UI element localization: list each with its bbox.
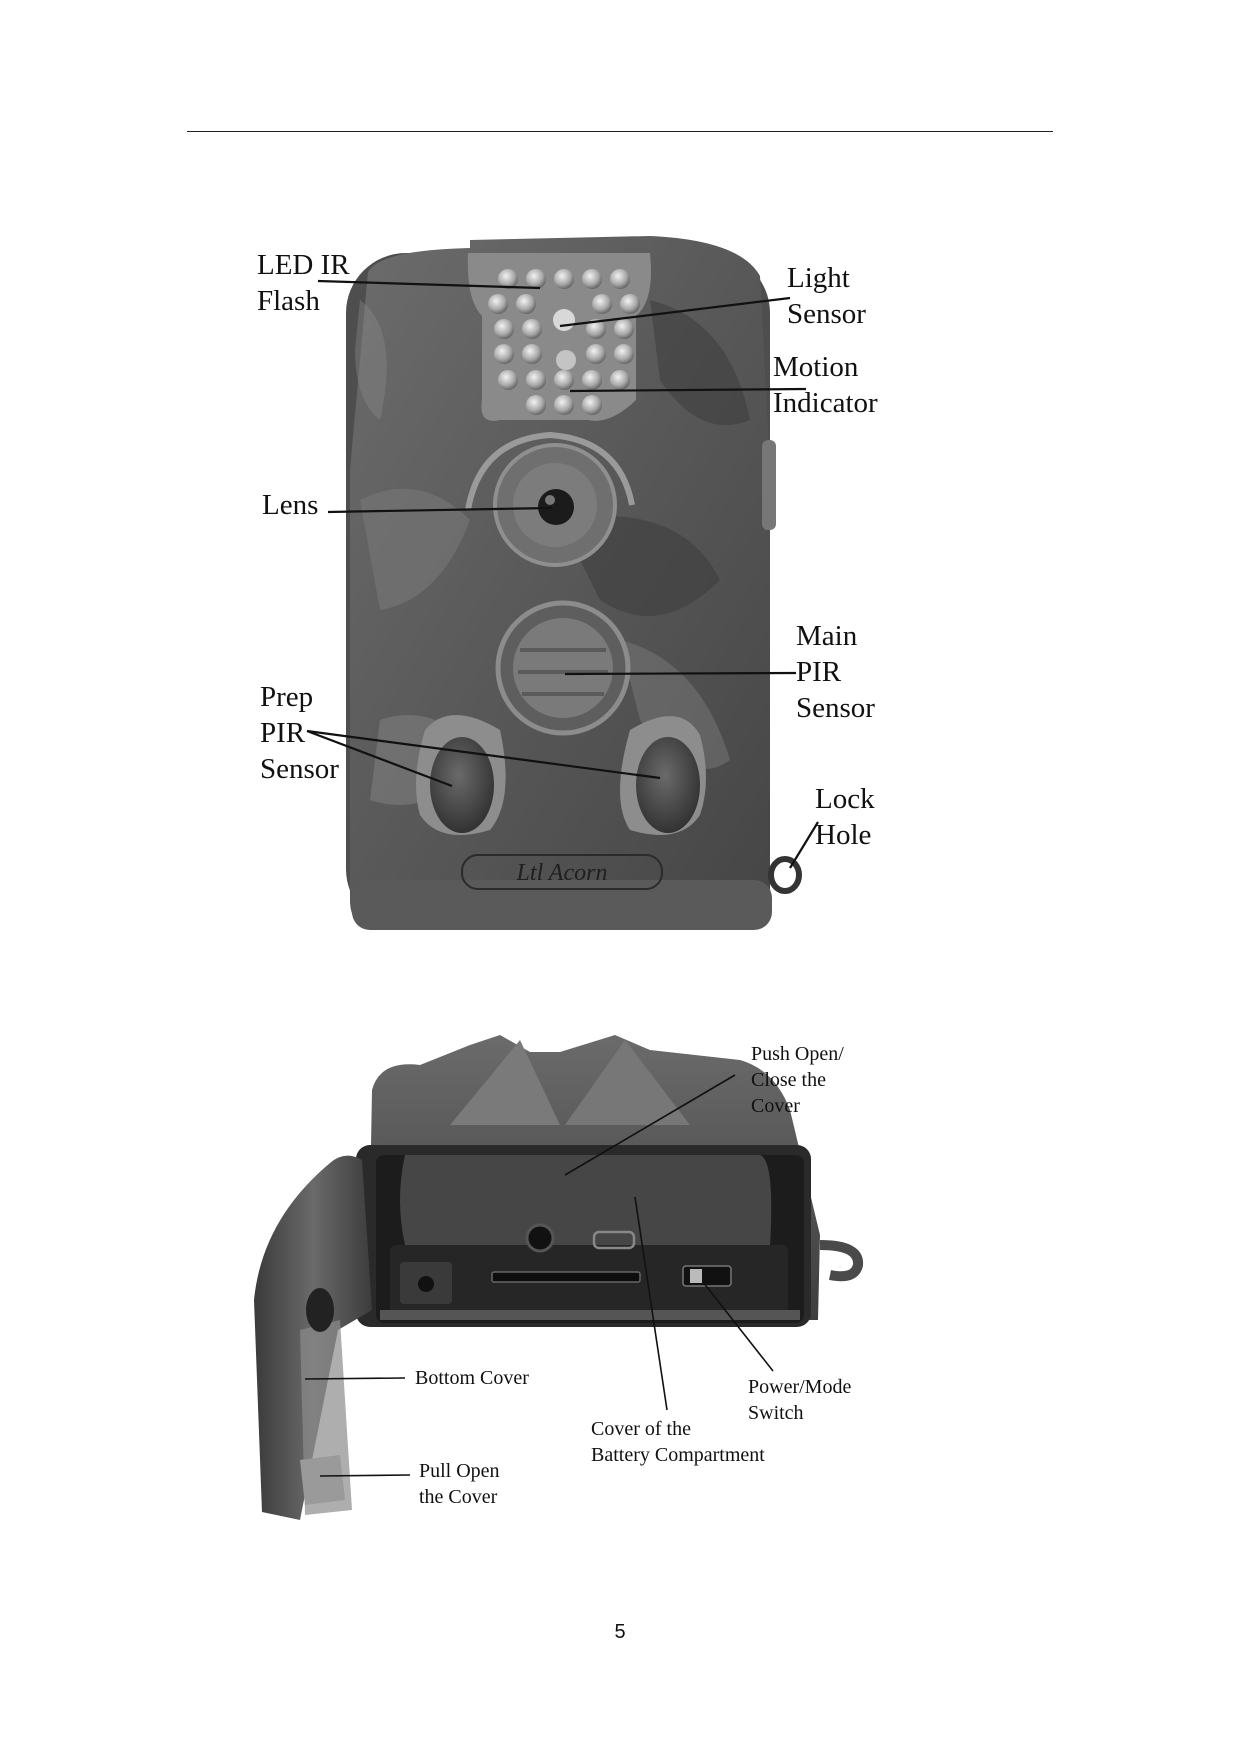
camera-front-figure: Ltl Acorn [306, 236, 819, 930]
sd-card-slot-icon [491, 1271, 641, 1283]
usb-port-icon [592, 1230, 636, 1250]
prep-pir-sensors [416, 715, 706, 835]
callout-lines-top [306, 279, 819, 869]
label-push-open-close-cover: Push Open/ Close the Cover [751, 1043, 844, 1117]
led-array [488, 269, 640, 415]
bottom-cover-panel [254, 1155, 372, 1520]
svg-text:Ltl Acorn: Ltl Acorn [516, 860, 608, 886]
header-rule [187, 131, 1053, 132]
power-mode-switch-icon [682, 1265, 732, 1287]
label-led-ir-flash: LED IR Flash [257, 249, 350, 317]
tv-out-jack-icon [525, 1223, 555, 1253]
camera-bottom-figure [254, 1035, 864, 1520]
label-pull-open-cover: Pull Open the Cover [419, 1460, 500, 1508]
brand-logo: Ltl Acorn [461, 854, 663, 890]
dc-port-icon [400, 1262, 452, 1304]
label-lens: Lens [262, 489, 319, 521]
label-prep-pir-sensor: Prep PIR Sensor [260, 681, 339, 785]
led-ir-flash-panel [467, 253, 652, 421]
page-number: 5 [614, 1621, 626, 1643]
label-lock-hole: Lock Hole [815, 783, 875, 851]
label-battery-compartment-cover: Cover of the Battery Compartment [591, 1418, 765, 1466]
callout-lines-bottom [304, 1074, 774, 1477]
label-bottom-cover: Bottom Cover [415, 1367, 529, 1389]
label-power-mode-switch: Power/Mode Switch [748, 1376, 852, 1424]
label-motion-indicator: Motion Indicator [773, 351, 878, 419]
label-main-pir-sensor: Main PIR Sensor [796, 620, 875, 724]
label-light-sensor: Light Sensor [787, 262, 866, 330]
lens-assembly [465, 431, 635, 567]
camera-bottom-body [356, 1035, 864, 1327]
motion-indicator-dot [556, 350, 576, 370]
main-pir-sensor [495, 600, 631, 736]
